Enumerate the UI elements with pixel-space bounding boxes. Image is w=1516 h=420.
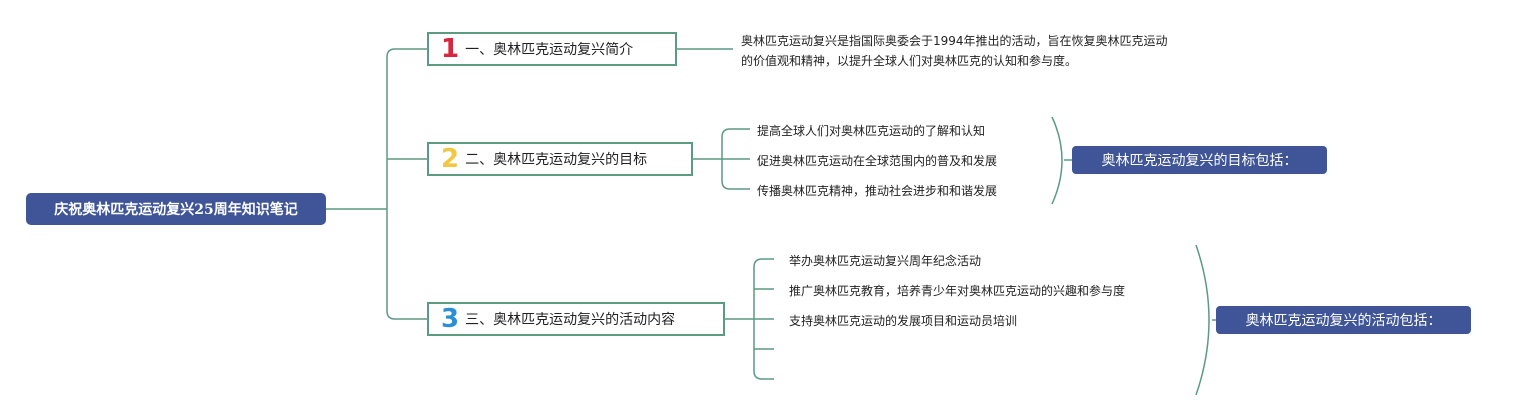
number-3-icon: 3: [441, 304, 460, 334]
branch-2-label: 二、奥林匹克运动复兴的目标: [465, 152, 648, 168]
branch-3-item-1[interactable]: 举办奥林匹克运动复兴周年纪念活动: [789, 254, 982, 268]
summary-brace-2: [1051, 116, 1063, 205]
root-topic-label: 庆祝奥林匹克运动复兴25周年知识笔记: [54, 202, 298, 218]
branch-1-topic[interactable]: 1 一、奥林匹克运动复兴简介: [427, 32, 677, 66]
branch-2-item-1[interactable]: 提高全球人们对奥林匹克运动的了解和认知: [757, 124, 986, 138]
branch-1-paragraph[interactable]: 奥林匹克运动复兴是指国际奥委会于1994年推出的活动，旨在恢复奥林匹克运动 的价…: [741, 31, 1241, 71]
number-1-icon: 1: [441, 34, 460, 64]
branch-3-topic[interactable]: 3 三、奥林匹克运动复兴的活动内容: [427, 302, 725, 336]
branch-2-summary[interactable]: 奥林匹克运动复兴的目标包括：: [1072, 146, 1327, 174]
branch-3-summary-label: 奥林匹克运动复兴的活动包括：: [1245, 313, 1442, 329]
branch-1-paragraph-line-1: 奥林匹克运动复兴是指国际奥委会于1994年推出的活动，旨在恢复奥林匹克运动: [741, 34, 1168, 48]
number-2-icon: 2: [441, 144, 460, 174]
branch-3-summary[interactable]: 奥林匹克运动复兴的活动包括：: [1216, 306, 1471, 334]
trunk-line: [386, 48, 396, 320]
branch-3-label: 三、奥林匹克运动复兴的活动内容: [465, 312, 676, 328]
branch-3-item-2[interactable]: 推广奥林匹克教育，培养青少年对奥林匹克运动的兴趣和参与度: [789, 284, 1126, 298]
branch-2-item-2[interactable]: 促进奥林匹克运动在全球范围内的普及和发展: [757, 154, 998, 168]
branch-1-label: 一、奥林匹克运动复兴简介: [465, 42, 634, 58]
branch-2-summary-label: 奥林匹克运动复兴的目标包括：: [1101, 153, 1298, 169]
root-topic[interactable]: 庆祝奥林匹克运动复兴25周年知识笔记: [26, 193, 326, 225]
branch-2-topic[interactable]: 2 二、奥林匹克运动复兴的目标: [427, 142, 693, 176]
branch-2-item-3[interactable]: 传播奥林匹克精神，推动社会进步和和谐发展: [757, 184, 998, 198]
branch-3-item-3[interactable]: 支持奥林匹克运动的发展项目和运动员培训: [789, 314, 1018, 328]
branch-1-paragraph-line-2: 的价值观和精神，以提升全球人们对奥林匹克的认知和参与度。: [741, 54, 1078, 68]
summary-brace-3: [1195, 244, 1210, 396]
